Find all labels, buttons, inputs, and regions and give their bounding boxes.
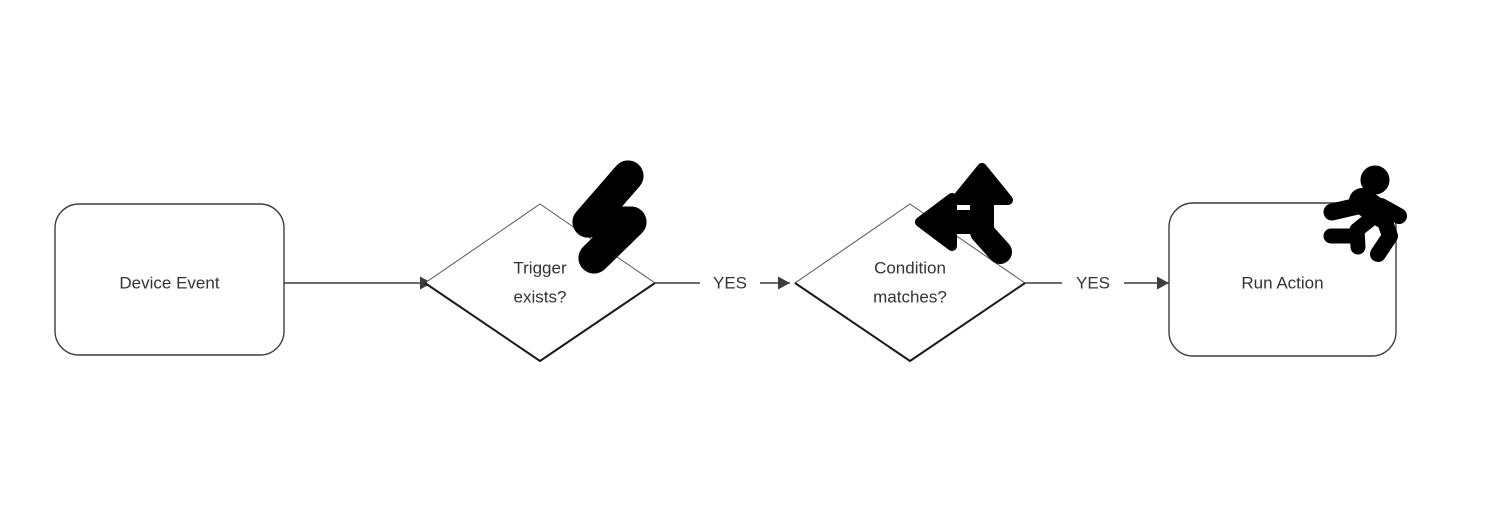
edge-device-event-to-trigger	[284, 276, 432, 290]
trigger-exists-lower-edges	[424, 282, 656, 363]
device-event-shape[interactable]	[54, 203, 285, 356]
edge-condition-to-run-action: YES	[1025, 273, 1169, 292]
edge-2-arrowhead	[778, 276, 790, 290]
trigger-exists-label-line1: Trigger	[513, 258, 567, 277]
node-device-event[interactable]: Device Event	[54, 203, 285, 356]
device-event-label: Device Event	[119, 273, 219, 292]
edge-3-label: YES	[1076, 273, 1110, 292]
condition-matches-label-line1: Condition	[874, 258, 946, 277]
running-person-icon	[1323, 165, 1407, 262]
run-action-label: Run Action	[1241, 273, 1323, 292]
condition-matches-label-line2: matches?	[873, 287, 947, 306]
branch-arrows-icon	[915, 163, 1013, 264]
condition-matches-lower-edges	[794, 282, 1026, 363]
edge-3-arrowhead	[1157, 276, 1169, 290]
lightning-bolt-icon	[572, 160, 647, 274]
edge-trigger-to-condition: YES	[655, 273, 790, 292]
trigger-exists-label-line2: exists?	[514, 287, 567, 306]
edge-2-label: YES	[713, 273, 747, 292]
node-condition-matches[interactable]: Condition matches?	[794, 203, 1026, 363]
